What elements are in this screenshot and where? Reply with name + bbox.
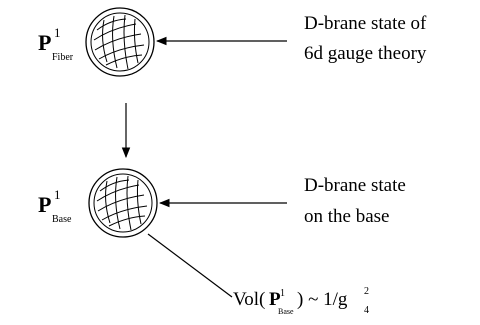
fiber-annotation-line2: 6d gauge theory — [304, 43, 427, 64]
base-annotation-line1: D-brane state — [304, 175, 406, 196]
volume-relation-text: ) ~ 1/g — [297, 289, 348, 310]
coupling-subscript: 4 — [364, 305, 369, 316]
base-annotation-line2: on the base — [304, 206, 389, 227]
fiber-symbol: P — [38, 30, 51, 55]
base-sphere — [88, 168, 158, 238]
volume-prefix: Vol( — [233, 289, 265, 310]
fiber-sphere — [85, 7, 155, 77]
fiber-superscript: 1 — [54, 25, 61, 40]
coupling-superscript: 2 — [364, 286, 369, 297]
volume-pointer-line — [147, 233, 233, 298]
fiber-subscript: Fiber — [52, 52, 74, 63]
base-superscript: 1 — [54, 187, 61, 202]
volume-superscript: 1 — [280, 288, 285, 299]
base-label: P 1 Base — [38, 187, 72, 225]
fiber-annotation-line1: D-brane state of — [304, 13, 427, 34]
volume-subscript: Base — [278, 307, 294, 316]
volume-relation: Vol( P 1 Base ) ~ 1/g 2 4 — [233, 286, 369, 316]
volume-symbol: P — [269, 289, 281, 310]
base-subscript: Base — [52, 214, 72, 225]
base-symbol: P — [38, 192, 51, 217]
fiber-label: P 1 Fiber — [38, 25, 74, 63]
